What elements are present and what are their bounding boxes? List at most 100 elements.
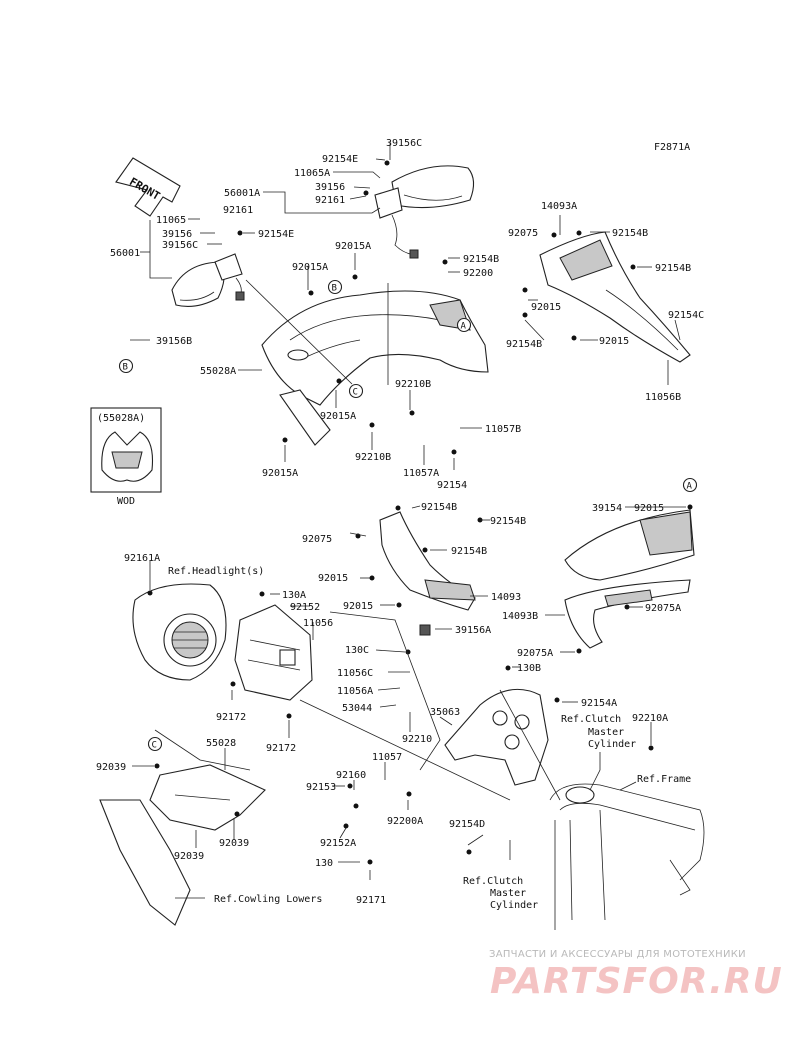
part-label: 92075A bbox=[517, 648, 553, 659]
bracket-11056 bbox=[234, 604, 313, 701]
part-label: 92152A bbox=[320, 838, 356, 849]
ref-headlight: Ref.Headlight(s) bbox=[168, 566, 264, 577]
svg-text:C: C bbox=[152, 741, 157, 751]
part-label: 92039 bbox=[219, 838, 249, 849]
part-label: 92154B bbox=[506, 339, 542, 350]
part-label: 92015 bbox=[531, 302, 561, 313]
svg-text:A: A bbox=[461, 322, 467, 332]
part-label: 39156C bbox=[386, 138, 422, 149]
part-label: 92154C bbox=[668, 310, 704, 321]
diagram-code: F2871A bbox=[654, 142, 690, 153]
part-label: 92154B bbox=[463, 254, 499, 265]
part-label: 11057 bbox=[372, 752, 402, 763]
ref-clutch-lower: Cylinder bbox=[490, 900, 538, 911]
part-label: 92015A bbox=[262, 468, 298, 479]
part-label: 92075 bbox=[508, 228, 538, 239]
part-label: 11056B bbox=[645, 392, 681, 403]
part-label: 92172 bbox=[266, 743, 296, 754]
ref-clutch-upper: Cylinder bbox=[588, 739, 636, 750]
wod-ref-label: (55028A) bbox=[97, 413, 145, 424]
part-label: 11065A bbox=[294, 168, 330, 179]
side-panel-14093b bbox=[564, 579, 691, 649]
side-panel-39154 bbox=[564, 509, 695, 581]
part-label: 92161A bbox=[124, 553, 160, 564]
part-label: 92015A bbox=[292, 262, 328, 273]
part-label: 92210A bbox=[632, 713, 668, 724]
part-label: 92015 bbox=[343, 601, 373, 612]
part-label: 92075 bbox=[302, 534, 332, 545]
ref-clutch-upper: Master bbox=[588, 727, 624, 738]
circle-marker-a-right: A bbox=[682, 477, 698, 493]
part-label: 130C bbox=[345, 645, 369, 656]
part-label: 11056A bbox=[337, 686, 373, 697]
ref-clutch-upper: Ref.Clutch bbox=[561, 714, 621, 725]
part-label: 92210B bbox=[395, 379, 431, 390]
part-label: 39156A bbox=[455, 625, 491, 636]
part-label: 39154 bbox=[592, 503, 622, 514]
left-mirror-assembly bbox=[171, 253, 245, 307]
part-label: 92154B bbox=[451, 546, 487, 557]
part-label: 39156 bbox=[162, 229, 192, 240]
circle-marker-b-top: B bbox=[327, 279, 343, 295]
side-panel-upper-right bbox=[539, 231, 691, 363]
ref-frame: Ref.Frame bbox=[637, 774, 691, 785]
part-label: 92154E bbox=[258, 229, 294, 240]
part-label: 92171 bbox=[356, 895, 386, 906]
circle-marker-c-left: C bbox=[147, 736, 163, 752]
circle-marker-c-top: C bbox=[348, 383, 364, 399]
part-label: 11057A bbox=[403, 468, 439, 479]
circle-marker-b-left: B bbox=[118, 358, 134, 374]
part-label: 14093 bbox=[491, 592, 521, 603]
part-label: 92210B bbox=[355, 452, 391, 463]
ref-cowling-lowers: Ref.Cowling Lowers bbox=[214, 894, 322, 905]
front-direction-arrow: FRONT bbox=[115, 157, 181, 217]
part-label: 92015 bbox=[634, 503, 664, 514]
part-label: 92075A bbox=[645, 603, 681, 614]
part-label: 92161 bbox=[223, 205, 253, 216]
part-label: 14093A bbox=[541, 201, 577, 212]
part-label: 92154A bbox=[581, 698, 617, 709]
part-label: 92039 bbox=[96, 762, 126, 773]
part-label: 11057B bbox=[485, 424, 521, 435]
part-label: 130 bbox=[315, 858, 333, 869]
svg-text:A: A bbox=[687, 482, 693, 492]
watermark-site: PARTSFOR.RU bbox=[490, 961, 783, 1002]
part-label: 92153 bbox=[306, 782, 336, 793]
part-label: 35063 bbox=[430, 707, 460, 718]
part-label: 92152 bbox=[290, 602, 320, 613]
part-label: 92039 bbox=[174, 851, 204, 862]
part-label: 14093B bbox=[502, 611, 538, 622]
svg-text:B: B bbox=[332, 284, 337, 294]
circle-marker-a: A bbox=[456, 317, 472, 333]
part-label: 92200 bbox=[463, 268, 493, 279]
part-label: 39156 bbox=[315, 182, 345, 193]
part-label: 92154B bbox=[612, 228, 648, 239]
part-label: 55028 bbox=[206, 738, 236, 749]
part-label: 92015A bbox=[335, 241, 371, 252]
part-label: 92015 bbox=[318, 573, 348, 584]
part-label: 92172 bbox=[216, 712, 246, 723]
part-label: 92210 bbox=[402, 734, 432, 745]
headlight-assembly bbox=[132, 583, 227, 681]
hardware-markers bbox=[147, 160, 693, 865]
part-label: 92200A bbox=[387, 816, 423, 827]
part-label: 92154B bbox=[655, 263, 691, 274]
svg-text:B: B bbox=[123, 363, 128, 373]
part-label: 130B bbox=[517, 663, 541, 674]
reference-labels: Ref.Headlight(s) Ref.Clutch Master Cylin… bbox=[168, 566, 691, 911]
part-label: 39156B bbox=[156, 336, 192, 347]
part-label: 11056 bbox=[303, 618, 333, 629]
part-label: 92161 bbox=[315, 195, 345, 206]
wod-label: WOD bbox=[117, 496, 135, 507]
part-label: 53044 bbox=[342, 703, 372, 714]
part-label: 11056C bbox=[337, 668, 373, 679]
ref-clutch-lower: Master bbox=[490, 888, 526, 899]
part-label: 92154B bbox=[490, 516, 526, 527]
part-label: 92015A bbox=[320, 411, 356, 422]
leader-lines bbox=[130, 142, 686, 899]
frame-section bbox=[549, 783, 705, 930]
part-label: 92154D bbox=[449, 819, 485, 830]
side-panel-middle bbox=[379, 511, 476, 636]
